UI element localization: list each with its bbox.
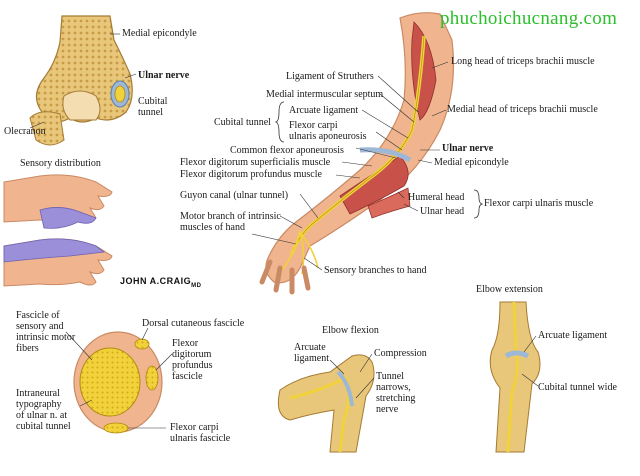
label-ligament-flexion: ligament bbox=[294, 353, 329, 364]
label-tunnel-flexion: Tunnel bbox=[376, 371, 404, 382]
label-fdp-muscle: Flexor digitorum profundus muscle bbox=[180, 169, 322, 180]
label-typography: typography bbox=[16, 399, 62, 410]
label-flexor-carpi-ulnaris-muscle: Flexor carpi ulnaris muscle bbox=[484, 198, 594, 209]
title-elbow-flexion: Elbow flexion bbox=[322, 325, 379, 336]
arm-illustration bbox=[259, 12, 455, 295]
label-digitorum: digitorum bbox=[172, 349, 212, 360]
cubital-tunnel-brace bbox=[274, 101, 285, 143]
label-flexor: Flexor bbox=[172, 338, 199, 349]
signature-name: JOHN A.CRAIG bbox=[120, 276, 192, 286]
label-guyon-canal: Guyon canal (ulnar tunnel) bbox=[180, 190, 289, 201]
label-fascicle: fascicle bbox=[172, 371, 203, 382]
label-cubital-tunnel-fascicle: cubital tunnel bbox=[16, 421, 71, 432]
label-ulnaris-aponeurosis: ulnaris aponeurosis bbox=[289, 131, 367, 142]
label-cubital-tunnel: Cubital tunnel bbox=[214, 117, 271, 128]
label-fibers: fibers bbox=[16, 343, 39, 354]
label-ulnar-head: Ulnar head bbox=[420, 206, 465, 217]
label-humeral-head: Humeral head bbox=[408, 192, 465, 203]
label-medial-epicondyle-top: Medial epicondyle bbox=[122, 28, 197, 39]
label-compression: Compression bbox=[374, 348, 427, 359]
label-medial-head-triceps: Medial head of triceps brachii muscle bbox=[447, 104, 598, 115]
label-flexor-carpi-fascicle: Flexor carpi bbox=[170, 422, 219, 433]
label-medial-epicondyle-arm: Medial epicondyle bbox=[434, 157, 509, 168]
label-arcuate-flexion: Arcuate bbox=[294, 342, 326, 353]
label-motor-branch: Motor branch of intrinsic bbox=[180, 211, 281, 222]
elbow-flexion bbox=[277, 353, 375, 453]
label-olecranon: Olecranon bbox=[4, 126, 46, 137]
label-arcuate-ligament-extension: Arcuate ligament bbox=[538, 330, 608, 341]
label-nerve: nerve bbox=[376, 404, 399, 415]
elbow-extension bbox=[489, 301, 541, 453]
label-intraneural: Intraneural bbox=[16, 388, 60, 399]
label-tunnel: tunnel bbox=[138, 107, 163, 118]
sensory-hands bbox=[3, 174, 113, 287]
signature-suffix: MD bbox=[191, 282, 202, 289]
label-cubital-tunnel-wide: Cubital tunnel wide bbox=[538, 382, 617, 393]
label-fds-muscle: Flexor digitorum superficialis muscle bbox=[180, 157, 331, 168]
title-elbow-extension: Elbow extension bbox=[476, 284, 543, 295]
label-medial-intermuscular-septum: Medial intermuscular septum bbox=[266, 89, 384, 100]
watermark-text: phuchoichucnang.com bbox=[440, 8, 618, 29]
label-flexor-carpi: Flexor carpi bbox=[289, 120, 338, 131]
label-sensory-distribution: Sensory distribution bbox=[20, 158, 101, 169]
elbow-bone-section bbox=[29, 15, 137, 146]
label-common-flexor-aponeurosis: Common flexor aponeurosis bbox=[230, 145, 344, 156]
label-of-ulnar-n: of ulnar n. at bbox=[16, 410, 68, 421]
label-ulnaris-fascicle: ulnaris fascicle bbox=[170, 433, 231, 444]
label-profundus: profundus bbox=[172, 360, 213, 371]
artist-signature: JOHN A.CRAIGMD bbox=[120, 276, 202, 289]
label-cubital: Cubital bbox=[138, 96, 168, 107]
label-sensory-branches: Sensory branches to hand bbox=[324, 265, 427, 276]
flexor-carpi-brace bbox=[473, 189, 484, 219]
label-ulnar-nerve-arm: Ulnar nerve bbox=[442, 143, 494, 154]
fascicle-section bbox=[65, 327, 173, 434]
label-arcuate-ligament: Arcuate ligament bbox=[289, 105, 359, 116]
label-dorsal-cutaneous-fascicle: Dorsal cutaneous fascicle bbox=[142, 318, 245, 329]
label-ligament-of-struthers: Ligament of Struthers bbox=[286, 71, 374, 82]
label-stretching: stretching bbox=[376, 393, 416, 404]
label-fascicle-of: Fascicle of bbox=[16, 310, 60, 321]
label-long-head-triceps: Long head of triceps brachii muscle bbox=[451, 56, 595, 67]
label-sensory-and: sensory and bbox=[16, 321, 64, 332]
arm-leader-lines bbox=[251, 61, 449, 271]
label-narrows: narrows, bbox=[376, 382, 411, 393]
label-muscles-of-hand: muscles of hand bbox=[180, 222, 245, 233]
label-intrinsic-motor: intrinsic motor bbox=[16, 332, 76, 343]
label-ulnar-nerve-top: Ulnar nerve bbox=[138, 70, 190, 81]
